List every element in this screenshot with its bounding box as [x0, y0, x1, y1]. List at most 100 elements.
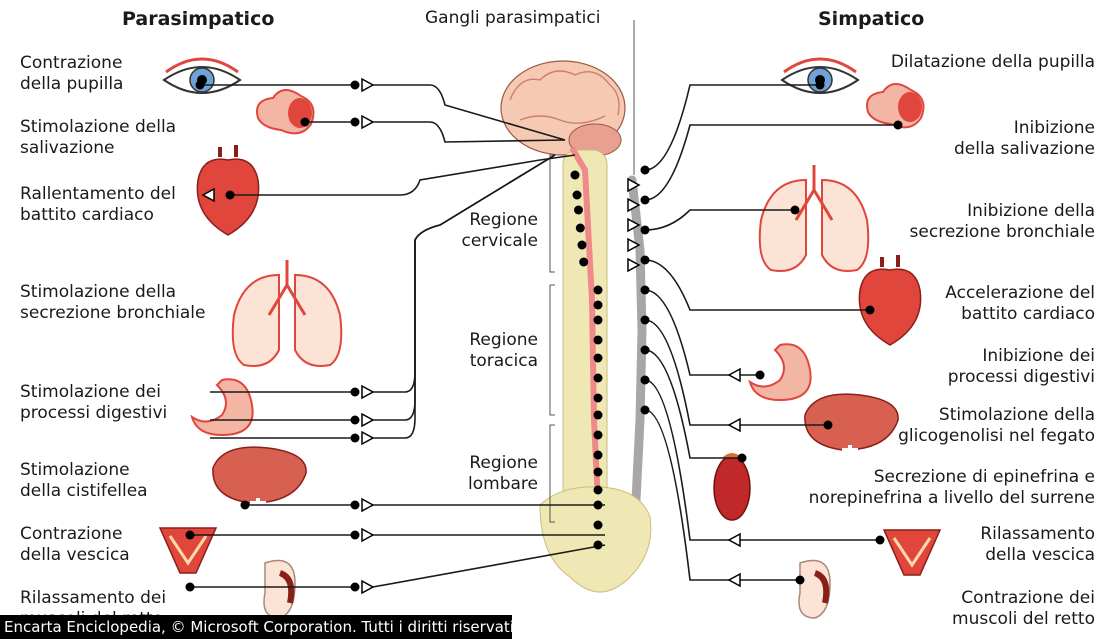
symp-liver-organ	[805, 394, 898, 460]
nerve-synapse-dot	[756, 371, 765, 380]
nerve-synapse-dot	[641, 346, 650, 355]
nerve-synapse-dot	[641, 256, 650, 265]
nerve-synapse-dot	[738, 454, 747, 463]
nerve-synapse-dot	[641, 286, 650, 295]
copyright-credit: Encarta Enciclopedia, © Microsoft Corpor…	[0, 615, 512, 639]
nerve-synapse-dot	[594, 316, 603, 325]
ganglion-triangle	[362, 432, 373, 444]
nerve-synapse-dot	[571, 171, 580, 180]
nerve-synapse-dot	[351, 118, 360, 127]
ganglion-triangle	[729, 419, 740, 431]
para-lungs-organ	[233, 260, 342, 366]
ganglion-triangle	[362, 116, 373, 128]
nerve-synapse-dot	[351, 434, 360, 443]
ganglion-triangle	[362, 499, 373, 511]
ganglion-triangle	[362, 414, 373, 426]
nerve-synapse-dot	[594, 336, 603, 345]
para-salivary-gland-organ	[257, 90, 313, 133]
nerve-synapse-dot	[594, 431, 603, 440]
nerve-synapse-dot	[301, 118, 310, 127]
nerve-synapse-dot	[594, 451, 603, 460]
nerve-synapse-dot	[594, 468, 603, 477]
nerve-synapse-dot	[578, 241, 587, 250]
nerve-synapse-dot	[573, 191, 582, 200]
symp-nerve-line	[645, 125, 898, 200]
nerve-synapse-dot	[594, 374, 603, 383]
nerve-synapse-dot	[894, 121, 903, 130]
nerve-synapse-dot	[579, 258, 588, 267]
nerve-synapse-dot	[641, 316, 650, 325]
symp-label-pupil: Dilatazione della pupilla	[891, 52, 1095, 73]
ganglion-triangle	[729, 534, 740, 546]
para-heart-organ	[197, 145, 258, 235]
nerve-synapse-dot	[876, 536, 885, 545]
nerve-synapse-dot	[866, 306, 875, 315]
nerve-synapse-dot	[594, 394, 603, 403]
nerve-synapse-dot	[241, 501, 250, 510]
nerve-synapse-dot	[641, 226, 650, 235]
nerve-synapse-dot	[641, 196, 650, 205]
para-liver-organ	[213, 447, 306, 513]
brain	[501, 61, 625, 156]
ganglion-triangle	[362, 581, 373, 593]
symp-bladder-organ	[884, 530, 940, 575]
nerve-synapse-dot	[351, 416, 360, 425]
ganglion-triangle	[362, 386, 373, 398]
nerve-synapse-dot	[186, 583, 195, 592]
nerve-synapse-dot	[351, 583, 360, 592]
ganglion-triangle	[729, 369, 740, 381]
symp-rectum-organ	[799, 561, 830, 619]
ganglion-triangle	[729, 574, 740, 586]
symp-heart-organ	[859, 255, 920, 345]
nerve-synapse-dot	[816, 81, 825, 90]
nerve-synapse-dot	[796, 576, 805, 585]
para-rectum-organ	[264, 561, 295, 619]
nerve-synapse-dot	[351, 531, 360, 540]
para-nerve-line	[373, 155, 555, 438]
nerve-synapse-dot	[594, 541, 603, 550]
para-label-digestive: Stimolazione deiprocessi digestivi	[20, 382, 167, 424]
region-lumbar-label: Regionelombare	[440, 453, 538, 495]
nerve-synapse-dot	[186, 531, 195, 540]
nerve-synapse-dot	[576, 224, 585, 233]
nerve-synapse-dot	[594, 411, 603, 420]
nerve-synapse-dot	[351, 501, 360, 510]
symp-nerve-line	[645, 85, 820, 170]
nerve-synapse-dot	[824, 421, 833, 430]
nerve-synapse-dot	[641, 376, 650, 385]
nerve-synapse-dot	[641, 406, 650, 415]
nerve-synapse-dot	[351, 388, 360, 397]
symp-nerve-line	[645, 350, 742, 458]
nerve-synapse-dot	[594, 354, 603, 363]
nerve-synapse-dot	[791, 206, 800, 215]
nerve-synapse-dot	[641, 166, 650, 175]
para-stomach-organ	[192, 379, 253, 435]
ganglion-triangle	[362, 79, 373, 91]
ganglion-triangle	[362, 529, 373, 541]
nerve-synapse-dot	[594, 501, 603, 510]
nerve-synapse-dot	[594, 286, 603, 295]
nerve-synapse-dot	[594, 301, 603, 310]
symp-adrenal-kidney-organ	[714, 453, 750, 520]
nerve-synapse-dot	[574, 206, 583, 215]
para-label-pupil: Contrazionedella pupilla	[20, 53, 123, 95]
para-label-bladder: Contrazionedella vescica	[20, 524, 130, 566]
nerve-synapse-dot	[594, 521, 603, 530]
sympathetic-organs	[714, 59, 940, 618]
nerve-synapse-dot	[226, 191, 235, 200]
symp-salivary-gland-organ	[867, 84, 923, 127]
symp-lungs-organ	[760, 165, 869, 271]
